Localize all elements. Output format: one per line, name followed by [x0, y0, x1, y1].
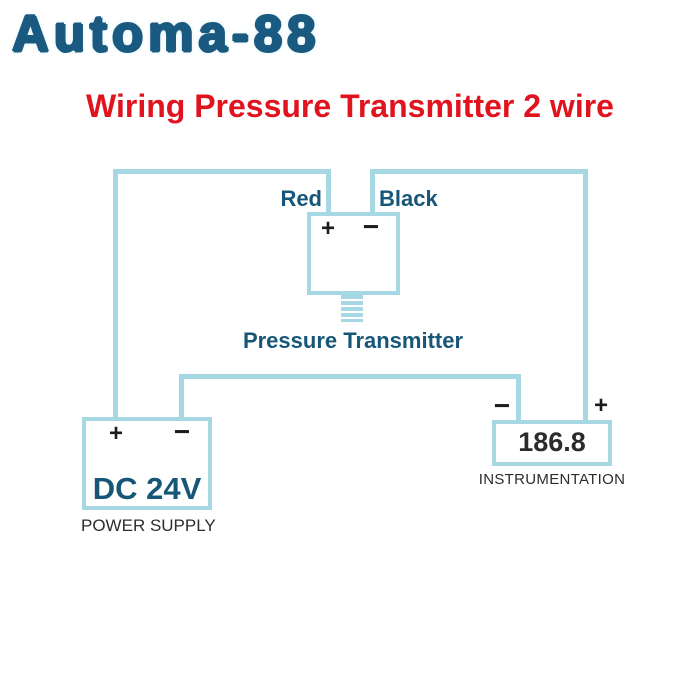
brand-logo: Automa-88: [12, 5, 321, 62]
power-supply-minus-terminal: −: [173, 416, 191, 447]
instrumentation-plus-terminal: +: [593, 392, 608, 419]
wire-positive-top-horizontal: [113, 169, 331, 174]
pressure-transmitter-box: [307, 212, 400, 295]
black-wire-label: Black: [379, 186, 438, 211]
wire-red-drop-vertical: [326, 169, 331, 216]
power-supply-box: [82, 417, 212, 510]
wire-inst-minus-vertical: [516, 374, 521, 422]
instrumentation-caption: INSTRUMENTATION: [478, 471, 626, 488]
power-supply-caption: POWER SUPPLY: [81, 516, 216, 535]
transmitter-plus-terminal: +: [320, 215, 335, 242]
wire-return-middle-horizontal: [179, 374, 521, 379]
power-supply-name: DC 24V: [92, 471, 202, 506]
wire-ps-minus-vertical: [179, 374, 184, 419]
red-wire-label: Red: [280, 186, 322, 211]
instrumentation-reading: 186.8: [518, 427, 586, 457]
transmitter-minus-terminal: −: [362, 211, 380, 242]
transmitter-caption: Pressure Transmitter: [242, 328, 464, 353]
page-title: Wiring Pressure Transmitter 2 wire: [86, 88, 614, 124]
instrumentation-minus-terminal: −: [493, 390, 511, 421]
wire-right-tall-vertical: [583, 169, 588, 422]
transmitter-thread-stem-icon: [341, 295, 363, 322]
power-supply-plus-terminal: +: [108, 420, 123, 447]
wire-black-top-horizontal: [370, 169, 588, 174]
instrumentation-box: [492, 420, 612, 466]
wire-black-drop-vertical: [370, 169, 375, 216]
wire-positive-left-vertical: [113, 169, 118, 419]
